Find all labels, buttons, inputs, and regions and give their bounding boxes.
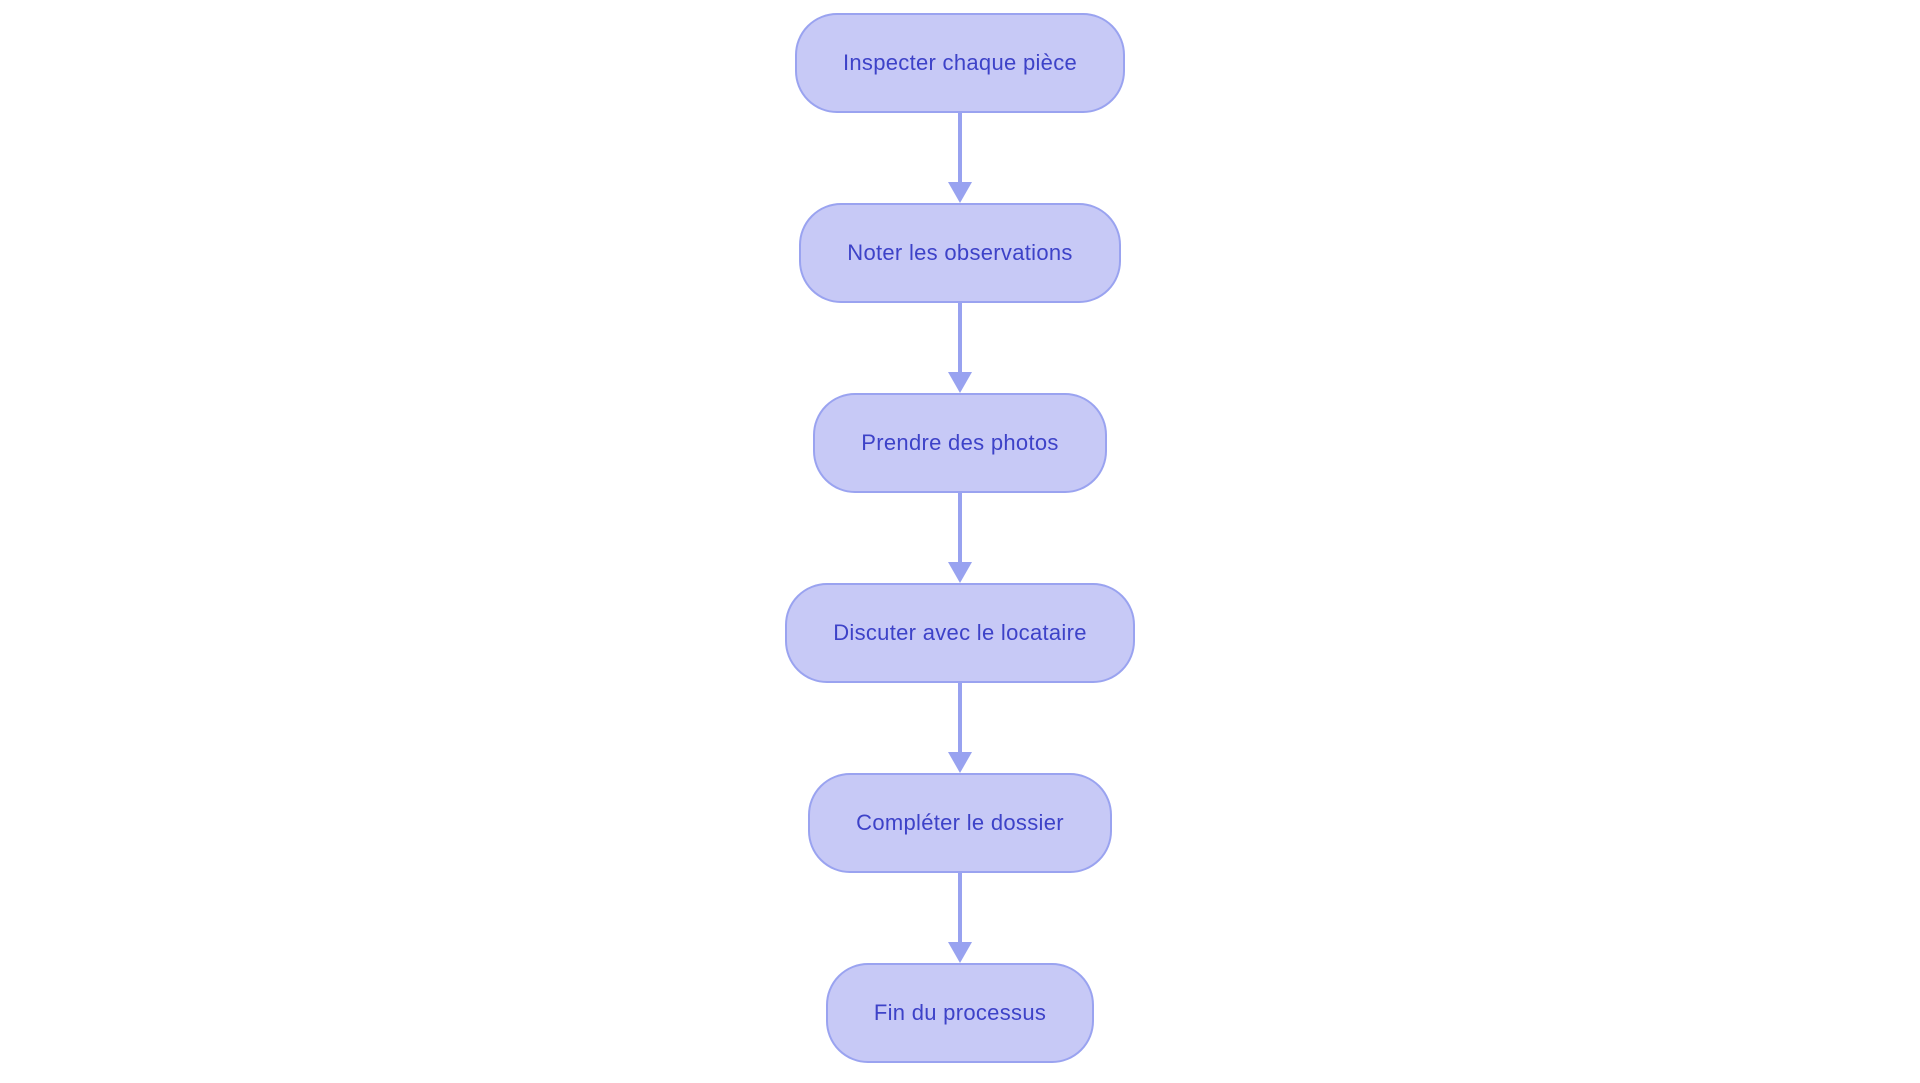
arrow-head-down-icon (948, 182, 972, 203)
arrow-head-down-icon (948, 752, 972, 773)
flow-arrow-1-2 (948, 113, 972, 203)
arrow-head-down-icon (948, 562, 972, 583)
flow-node-step-3: Prendre des photos (813, 393, 1107, 493)
flow-node-label: Discuter avec le locataire (833, 620, 1087, 645)
flow-arrow-4-5 (948, 683, 972, 773)
arrow-shaft (958, 873, 962, 942)
flow-node-step-6: Fin du processus (825, 963, 1095, 1063)
flow-node-step-1: Inspecter chaque pièce (794, 13, 1126, 113)
arrow-shaft (958, 683, 962, 752)
arrow-head-down-icon (948, 942, 972, 963)
arrow-shaft (958, 113, 962, 182)
arrow-head-down-icon (948, 372, 972, 393)
flow-node-label: Fin du processus (873, 1000, 1047, 1025)
flow-arrow-5-6 (948, 873, 972, 963)
flow-node-step-5: Compléter le dossier (808, 773, 1112, 873)
flow-node-label: Compléter le dossier (856, 810, 1064, 835)
flow-node-step-4: Discuter avec le locataire (785, 583, 1135, 683)
flow-node-label: Noter les observations (847, 240, 1073, 265)
flow-node-step-2: Noter les observations (799, 203, 1121, 303)
arrow-shaft (958, 303, 962, 372)
arrow-shaft (958, 493, 962, 562)
flow-node-label: Prendre des photos (861, 430, 1059, 455)
flow-arrow-2-3 (948, 303, 972, 393)
flow-node-label: Inspecter chaque pièce (842, 50, 1078, 75)
flow-arrow-3-4 (948, 493, 972, 583)
